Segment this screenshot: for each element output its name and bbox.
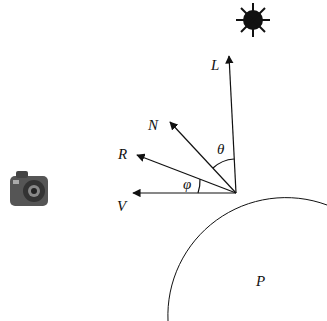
sun-icon (236, 3, 270, 37)
phi-arc (198, 179, 200, 193)
normal-vector (170, 122, 236, 193)
surface-arc (168, 198, 327, 321)
view-vector (133, 192, 236, 193)
theta-arc (213, 159, 234, 168)
camera-icon (10, 171, 48, 206)
vector-label: θ (217, 142, 224, 157)
light-vector (229, 56, 236, 193)
vector-label: P (256, 274, 265, 289)
vector-label: V (117, 199, 126, 214)
reflect-vector (137, 155, 236, 193)
vector-label: L (211, 58, 219, 73)
vector-label: R (118, 147, 127, 162)
vector-label: φ (183, 177, 191, 192)
vector-label: N (148, 118, 158, 133)
